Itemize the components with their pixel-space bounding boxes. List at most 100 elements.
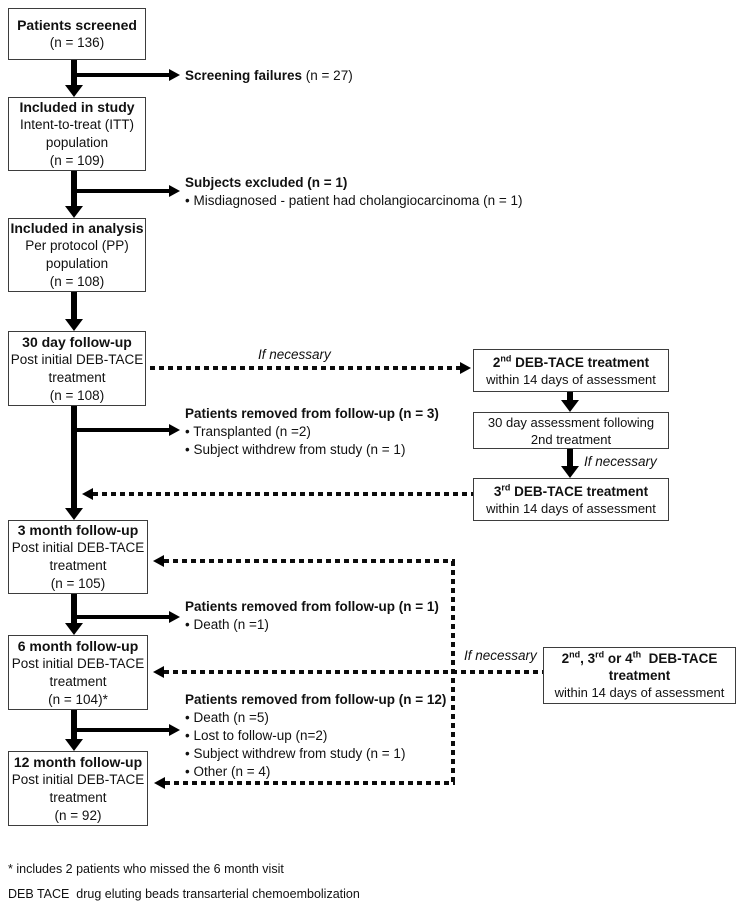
box-line: (n = 108) bbox=[49, 274, 105, 289]
box-3-month-followup: 3 month follow-up Post initial DEB-TACE … bbox=[8, 520, 148, 594]
dashed-return-to-3month bbox=[164, 559, 455, 563]
box-line: Post initial DEB-TACE bbox=[11, 771, 145, 787]
note-bullet: • Other (n = 4) bbox=[185, 764, 271, 779]
arrowhead-right-icon bbox=[169, 724, 180, 736]
note-bullet: • Subject withdrew from study (n = 1) bbox=[185, 442, 406, 457]
note-screening-failures: Screening failures (n = 27) bbox=[185, 68, 353, 83]
arrowhead-down-icon bbox=[65, 508, 83, 520]
box-30-day-assessment: 30 day assessment following 2nd treatmen… bbox=[473, 412, 669, 449]
box-line: Post initial DEB-TACE bbox=[11, 540, 145, 555]
arrowhead-down-icon bbox=[561, 400, 579, 412]
box-line: within 14 days of assessment bbox=[554, 685, 725, 700]
box-title: 6 month follow-up bbox=[17, 637, 139, 654]
arrow-branch-removed-n12 bbox=[71, 728, 170, 732]
label-if-necessary-3: If necessary bbox=[464, 648, 537, 663]
box-6-month-followup: 6 month follow-up Post initial DEB-TACE … bbox=[8, 635, 148, 710]
arrowhead-right-icon bbox=[169, 185, 180, 197]
arrow-branch-subjects-excluded bbox=[71, 189, 170, 193]
arrow-branch-removed-n1 bbox=[71, 615, 170, 619]
box-title: 2nd, 3rd or 4th DEB-TACE bbox=[561, 649, 718, 666]
box-title: 2nd DEB-TACE treatment bbox=[492, 353, 650, 370]
note-subjects-excluded: Subjects excluded (n = 1) • Misdiagnosed… bbox=[185, 174, 523, 210]
box-line: (n = 109) bbox=[49, 153, 105, 168]
note-removed-n1: Patients removed from follow-up (n = 1) … bbox=[185, 598, 439, 634]
box-line: 2nd treatment bbox=[530, 431, 612, 447]
box-line: treatment bbox=[49, 558, 107, 573]
footnote-asterisk: * includes 2 patients who missed the 6 m… bbox=[8, 862, 284, 876]
label-if-necessary-1: If necessary bbox=[258, 347, 331, 362]
arrow-30day-to-3month bbox=[71, 406, 77, 509]
arrow-2nd-to-assessment bbox=[567, 392, 573, 402]
box-line: treatment bbox=[48, 369, 106, 385]
box-title-line2: treatment bbox=[608, 668, 671, 683]
note-bullet: • Subject withdrew from study (n = 1) bbox=[185, 746, 406, 761]
arrowhead-right-icon bbox=[169, 69, 180, 81]
box-line: treatment bbox=[49, 789, 107, 805]
arrowhead-left-icon bbox=[82, 488, 93, 500]
dashed-30day-to-2nd-treatment bbox=[150, 366, 461, 370]
arrowhead-down-icon bbox=[65, 206, 83, 218]
box-line: (n = 136) bbox=[49, 35, 105, 50]
note-bullet: • Lost to follow-up (n=2) bbox=[185, 728, 328, 743]
box-line: Per protocol (PP) bbox=[25, 238, 129, 253]
box-line: within 14 days of assessment bbox=[486, 371, 656, 387]
box-title: Patients screened bbox=[17, 17, 137, 33]
box-line: (n = 105) bbox=[50, 576, 106, 591]
note-removed-n12: Patients removed from follow-up (n = 12)… bbox=[185, 691, 446, 781]
box-line: Post initial DEB-TACE bbox=[11, 655, 145, 671]
box-included-in-study: Included in study Intent-to-treat (ITT) … bbox=[8, 97, 146, 171]
box-title: Included in analysis bbox=[10, 220, 144, 236]
arrowhead-right-icon bbox=[460, 362, 471, 374]
dashed-return-to-6month bbox=[164, 670, 543, 674]
box-title: 3rd DEB-TACE treatment bbox=[493, 482, 649, 499]
box-line: population bbox=[45, 256, 109, 271]
arrowhead-right-icon bbox=[169, 611, 180, 623]
box-line: 30 day assessment following bbox=[487, 414, 655, 430]
box-line: population bbox=[45, 135, 109, 150]
note-bullet: • Death (n =1) bbox=[185, 617, 269, 632]
arrowhead-left-icon bbox=[153, 666, 164, 678]
box-title: Included in study bbox=[19, 99, 135, 115]
box-line: (n = 104)* bbox=[48, 691, 108, 707]
arrowhead-down-icon bbox=[65, 85, 83, 97]
box-included-in-analysis: Included in analysis Per protocol (PP) p… bbox=[8, 218, 146, 292]
note-heading: Patients removed from follow-up (n = 3) bbox=[185, 406, 439, 421]
arrow-3month-to-6month bbox=[71, 594, 77, 624]
box-2nd-3rd-4th-deb-tace-treatment: 2nd, 3rd or 4th DEB-TACE treatment withi… bbox=[543, 647, 736, 704]
note-removed-n3: Patients removed from follow-up (n = 3) … bbox=[185, 405, 439, 459]
arrowhead-down-icon bbox=[65, 623, 83, 635]
arrowhead-down-icon bbox=[65, 319, 83, 331]
footnote-abbreviation: DEB TACE drug eluting beads transarteria… bbox=[8, 887, 360, 901]
arrow-branch-screening-failures bbox=[71, 73, 170, 77]
arrowhead-down-icon bbox=[65, 739, 83, 751]
note-heading: Screening failures bbox=[185, 68, 303, 83]
arrow-6month-to-12month bbox=[71, 710, 77, 740]
label-if-necessary-2: If necessary bbox=[584, 454, 657, 469]
box-line: Post initial DEB-TACE bbox=[10, 351, 144, 367]
box-line: Intent-to-treat (ITT) bbox=[19, 117, 135, 132]
note-bullet: • Death (n =5) bbox=[185, 710, 269, 725]
box-line: within 14 days of assessment bbox=[486, 500, 656, 516]
arrow-branch-removed-n3 bbox=[71, 428, 170, 432]
arrowhead-right-icon bbox=[169, 424, 180, 436]
note-bullet: • Misdiagnosed - patient had cholangioca… bbox=[185, 193, 523, 208]
box-2nd-deb-tace-treatment: 2nd DEB-TACE treatment within 14 days of… bbox=[473, 349, 669, 392]
arrowhead-left-icon bbox=[153, 555, 164, 567]
note-bullet: • Transplanted (n =2) bbox=[185, 424, 311, 439]
arrow-analysis-to-30day bbox=[71, 292, 77, 320]
box-30-day-followup: 30 day follow-up Post initial DEB-TACE t… bbox=[8, 331, 146, 406]
box-line: (n = 92) bbox=[54, 807, 102, 823]
arrowhead-down-icon bbox=[561, 466, 579, 478]
box-title: 30 day follow-up bbox=[22, 333, 132, 350]
box-line: (n = 108) bbox=[49, 387, 105, 403]
dashed-3rd-treatment-return bbox=[93, 492, 473, 496]
arrowhead-left-icon bbox=[154, 777, 165, 789]
note-heading: Subjects excluded (n = 1) bbox=[185, 175, 348, 190]
dashed-vertical-connector bbox=[451, 561, 455, 785]
arrow-assessment-to-3rd bbox=[567, 449, 573, 467]
dashed-return-to-12month bbox=[165, 781, 455, 785]
box-title: 12 month follow-up bbox=[13, 753, 143, 770]
box-line: treatment bbox=[49, 673, 107, 689]
box-patients-screened: Patients screened (n = 136) bbox=[8, 8, 146, 60]
